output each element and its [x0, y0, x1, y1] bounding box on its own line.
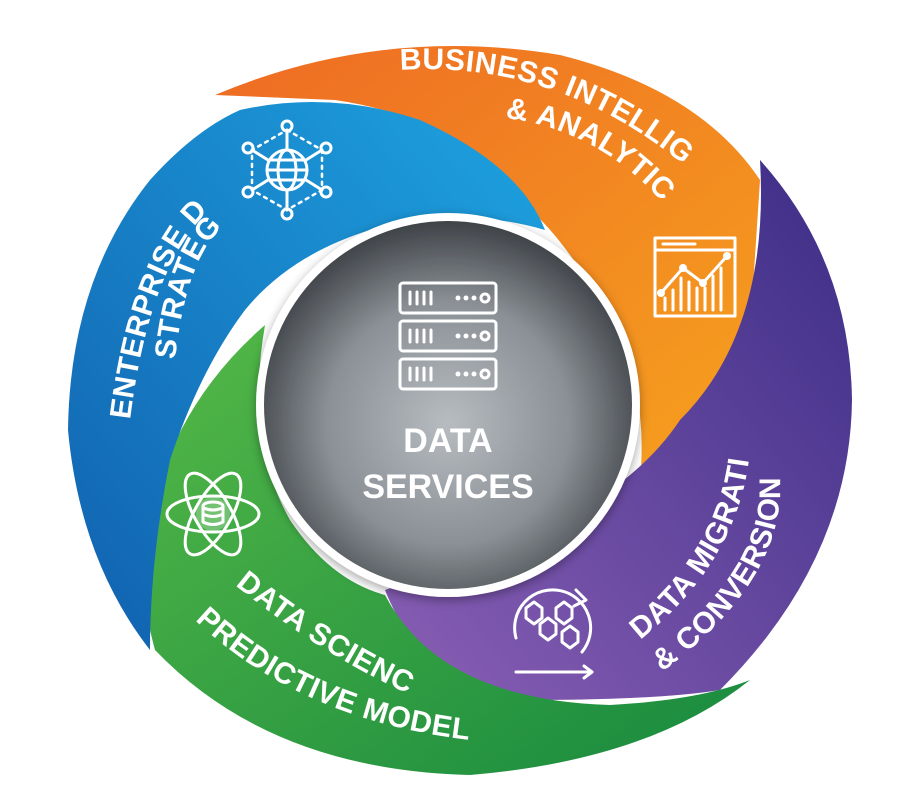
center-title-line1: DATA: [403, 422, 492, 460]
line-chart-icon: [653, 236, 737, 318]
center-title-line2: SERVICES: [362, 468, 533, 506]
center-hub: [256, 213, 640, 597]
segment-strategy: [68, 102, 545, 650]
segment-science: [143, 325, 751, 775]
molecule-cycle-icon: [513, 588, 594, 680]
atom-database-icon: [165, 471, 261, 557]
segment-bi: [215, 46, 760, 480]
network-globe-icon: [241, 119, 333, 221]
server-rack-icon: [398, 281, 498, 391]
